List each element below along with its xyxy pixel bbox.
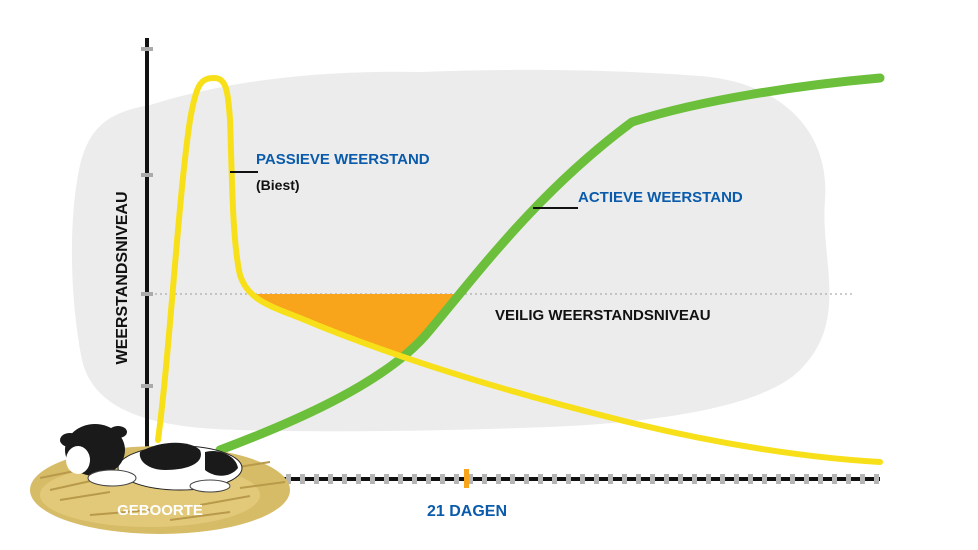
x-axis-tick	[664, 474, 669, 484]
x-axis-tick	[314, 474, 319, 484]
x-axis-tick	[440, 474, 445, 484]
x-axis-tick	[636, 474, 641, 484]
x-axis-tick	[552, 474, 557, 484]
x-axis-tick	[370, 474, 375, 484]
passive-resistance-label: PASSIEVE WEERSTAND	[256, 151, 430, 168]
x-axis-tick	[734, 474, 739, 484]
x-axis-tick	[622, 474, 627, 484]
x-axis-tick	[860, 474, 865, 484]
x-axis-tick	[790, 474, 795, 484]
x-axis-tick	[398, 474, 403, 484]
x-axis-tick	[608, 474, 613, 484]
x-axis-tick	[804, 474, 809, 484]
x-axis-tick	[510, 474, 515, 484]
calf-illustration	[60, 424, 243, 493]
x-axis-tick	[286, 474, 291, 484]
background-cloud	[71, 69, 830, 432]
x-axis-tick	[538, 474, 543, 484]
x-axis-tick	[692, 474, 697, 484]
x-axis-tick	[356, 474, 361, 484]
y-axis-ticks	[141, 47, 153, 388]
x-axis-tick	[342, 474, 347, 484]
21-days-label: 21 DAGEN	[427, 503, 507, 520]
x-axis-tick	[706, 474, 711, 484]
x-axis-tick	[776, 474, 781, 484]
x-axis-tick	[412, 474, 417, 484]
passive-resistance-sublabel: (Biest)	[256, 177, 300, 193]
x-axis-tick	[384, 474, 389, 484]
safe-level-label: VEILIG WEERSTANDSNIVEAU	[495, 307, 711, 324]
x-axis-tick	[594, 474, 599, 484]
immunity-gap-area	[254, 294, 462, 358]
x-axis-tick	[720, 474, 725, 484]
x-axis-tick	[846, 474, 851, 484]
x-axis-tick	[300, 474, 305, 484]
x-axis-tick	[762, 474, 767, 484]
x-axis-tick	[832, 474, 837, 484]
x-axis-tick	[524, 474, 529, 484]
passive-resistance-curve	[155, 74, 883, 465]
x-axis-tick	[454, 474, 459, 484]
x-axis-tick	[650, 474, 655, 484]
21-days-marker	[464, 469, 469, 488]
active-resistance-curve	[215, 73, 885, 455]
birth-label: GEBOORTE	[117, 502, 203, 519]
x-axis-tick	[874, 474, 879, 484]
x-axis-tick	[496, 474, 501, 484]
x-axis-tick	[580, 474, 585, 484]
x-axis-tick	[678, 474, 683, 484]
active-resistance-label: ACTIEVE WEERSTAND	[578, 189, 743, 206]
x-axis-ticks	[286, 474, 879, 484]
x-axis-tick	[566, 474, 571, 484]
x-axis-tick	[818, 474, 823, 484]
x-axis-tick	[748, 474, 753, 484]
x-axis-tick	[468, 474, 473, 484]
y-axis-label: WEERSTANDSNIVEAU	[114, 191, 131, 364]
x-axis-tick	[482, 474, 487, 484]
x-axis-tick	[426, 474, 431, 484]
x-axis-tick	[328, 474, 333, 484]
